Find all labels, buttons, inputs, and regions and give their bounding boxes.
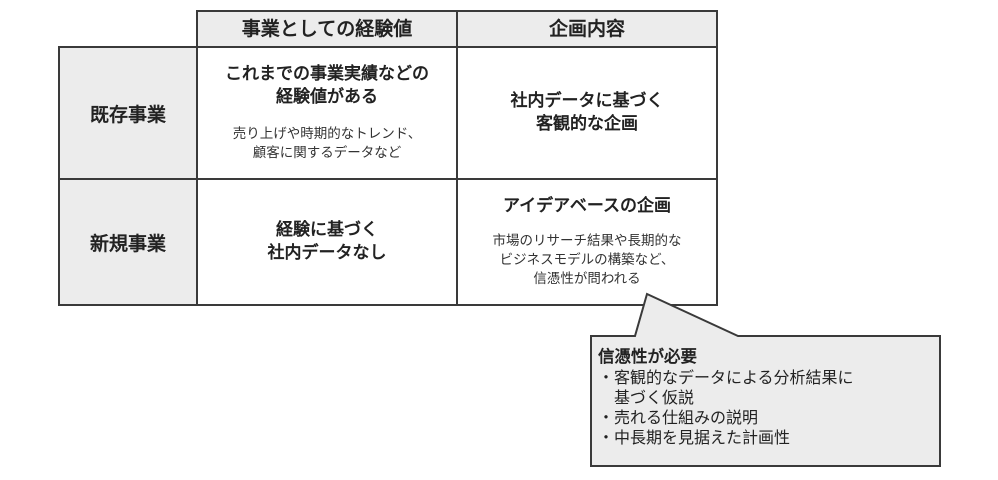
row-header-existing-label: 既存事業	[89, 103, 166, 126]
cell-existing-experience-title: これまでの事業実績などの 経験値がある	[225, 64, 429, 107]
callout-content: 信憑性が必要 ・客観的なデータによる分析結果に 基づく仮説 ・売れる仕組みの説明…	[598, 346, 934, 448]
column-header-experience-label: 事業としての経験値	[241, 18, 413, 40]
cell-new-planning-note: 市場のリサーチ結果や長期的な ビジネスモデルの構築など、 信憑性が問われる	[492, 233, 682, 287]
cell-existing-planning-title: 社内データに基づく 客観的な企画	[510, 91, 664, 134]
callout-title: 信憑性が必要	[598, 347, 697, 366]
cell-new-experience-title: 経験に基づく 社内データなし	[267, 220, 387, 263]
row-header-new-label: 新規事業	[89, 232, 166, 255]
callout-item-mechanism: ・売れる仕組みの説明	[598, 408, 759, 427]
row-header-existing: 既存事業	[58, 46, 198, 180]
cell-existing-planning: 社内データに基づく 客観的な企画	[456, 46, 718, 180]
callout-item-analysis: ・客観的なデータによる分析結果に 基づく仮説	[598, 368, 854, 407]
row-header-new: 新規事業	[58, 178, 198, 306]
column-header-planning-label: 企画内容	[548, 18, 625, 40]
cell-new-planning-title: アイデアベースの企画	[503, 196, 671, 216]
callout-item-planning: ・中長期を見据えた計画性	[598, 428, 791, 447]
cell-new-experience: 経験に基づく 社内データなし	[196, 178, 458, 306]
callout-bubble-shape	[590, 292, 941, 467]
cell-new-planning: アイデアベースの企画 市場のリサーチ結果や長期的な ビジネスモデルの構築など、 …	[456, 178, 718, 306]
cell-existing-experience-note: 売り上げや時期的なトレンド、 顧客に関するデータなど	[232, 126, 422, 161]
column-header-experience: 事業としての経験値	[196, 10, 458, 48]
